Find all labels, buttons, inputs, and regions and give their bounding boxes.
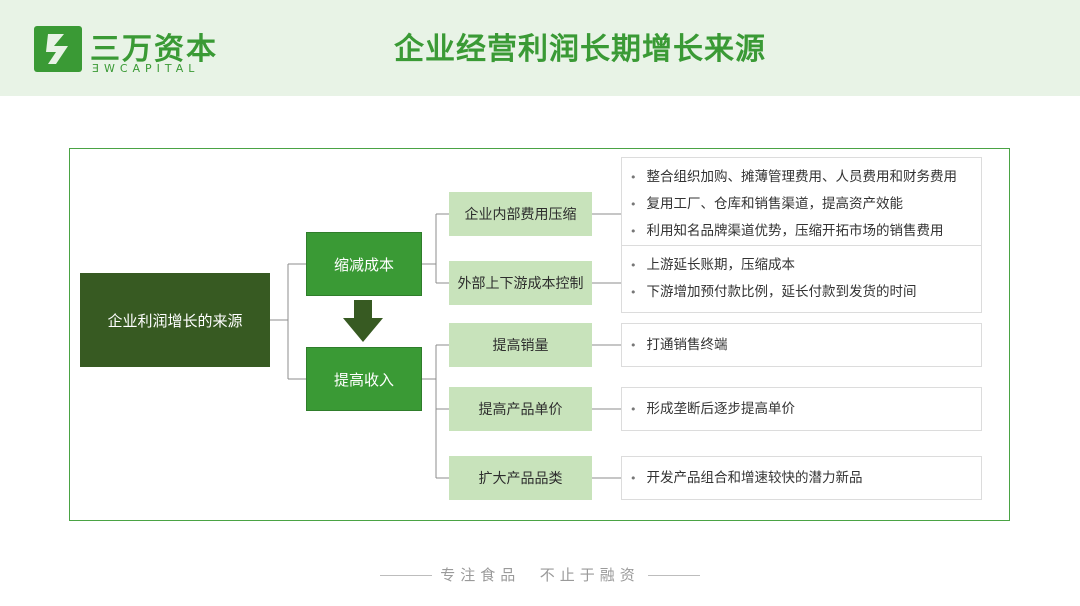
detail-box-price: 形成垄断后逐步提高单价 <box>621 387 982 431</box>
detail-box-supply-chain: 上游延长账期，压缩成本 下游增加预付款比例，延长付款到发货的时间 <box>621 245 982 313</box>
node-increase-sales: 提高销量 <box>449 323 592 367</box>
node-internal-cost: 企业内部费用压缩 <box>449 192 592 236</box>
page-title: 企业经营利润长期增长来源 <box>394 32 766 67</box>
root-node: 企业利润增长的来源 <box>80 273 270 367</box>
detail-item: 形成垄断后逐步提高单价 <box>630 396 796 423</box>
header-banner: 三万资本 ƎWCAPITAL 企业经营利润长期增长来源 <box>0 0 1080 96</box>
detail-item: 利用知名品牌渠道优势，压缩开拓市场的销售费用 <box>630 218 971 245</box>
node-raise-price: 提高产品单价 <box>449 387 592 431</box>
detail-item: 复用工厂、仓库和销售渠道，提高资产效能 <box>630 191 971 218</box>
node-increase-revenue: 提高收入 <box>306 347 422 411</box>
detail-item: 下游增加预付款比例，延长付款到发货的时间 <box>630 279 971 306</box>
footer-divider-left <box>380 575 433 576</box>
logo-chinese-name: 三万资本 <box>90 32 218 67</box>
detail-item: 打通销售终端 <box>630 332 728 359</box>
footer-slogan: 专注食品 不止于融资 <box>0 564 1080 585</box>
detail-item: 上游延长账期，压缩成本 <box>630 252 971 279</box>
detail-box-sales: 打通销售终端 <box>621 323 982 367</box>
node-reduce-cost: 缩减成本 <box>306 232 422 296</box>
node-supply-chain-cost: 外部上下游成本控制 <box>449 261 592 305</box>
node-expand-categories: 扩大产品品类 <box>449 456 592 500</box>
detail-item: 开发产品组合和增速较快的潜力新品 <box>630 465 863 492</box>
detail-box-internal-cost: 整合组织加购、摊薄管理费用、人员费用和财务费用 复用工厂、仓库和销售渠道，提高资… <box>621 157 982 252</box>
detail-box-categories: 开发产品组合和增速较快的潜力新品 <box>621 456 982 500</box>
footer-divider-right <box>647 575 700 576</box>
detail-item: 整合组织加购、摊薄管理费用、人员费用和财务费用 <box>630 164 971 191</box>
logo-english-name: ƎWCAPITAL <box>92 62 200 75</box>
slogan-text: 专注食品 不止于融资 <box>440 566 640 584</box>
diagram-frame <box>69 148 1010 521</box>
down-arrow-icon <box>343 300 383 342</box>
logo-mark-icon <box>34 26 82 72</box>
